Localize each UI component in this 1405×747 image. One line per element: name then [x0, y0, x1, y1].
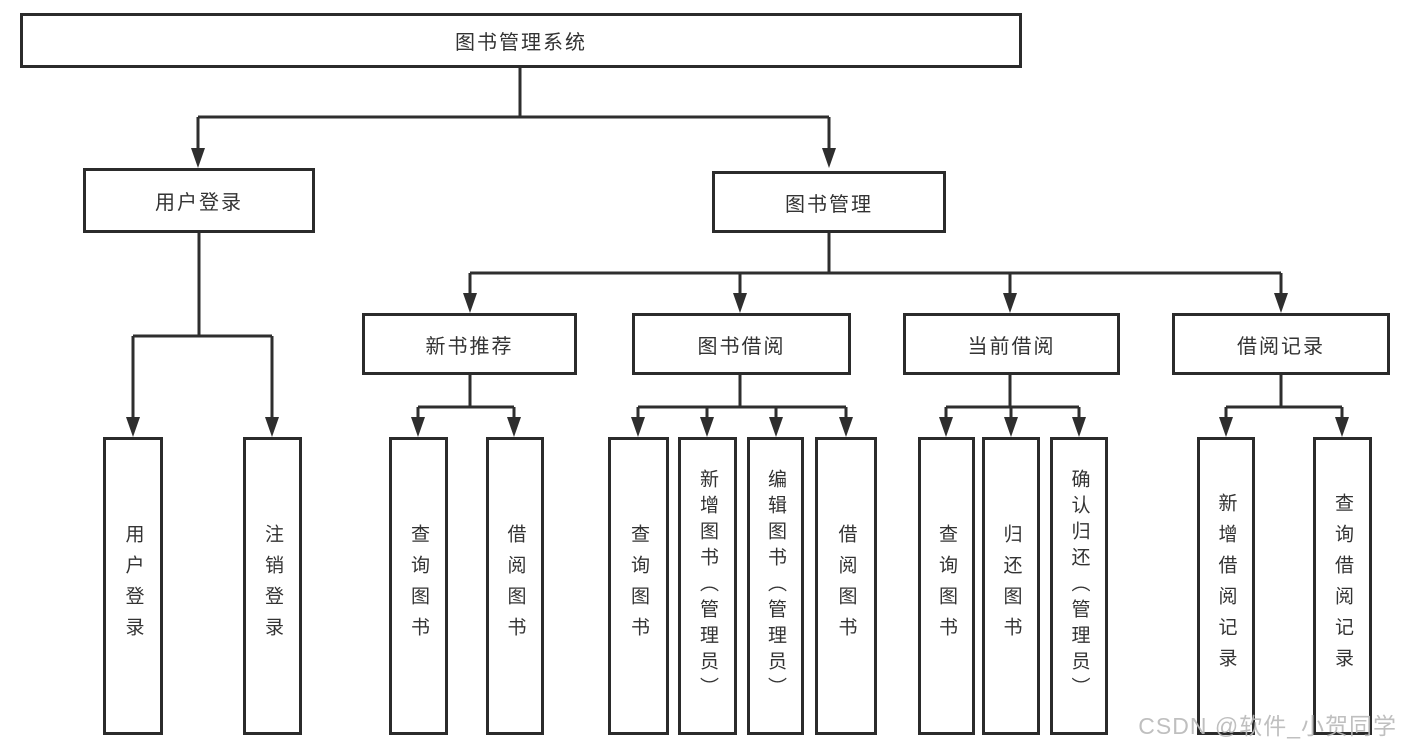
node-label: 查询图书 — [936, 524, 957, 648]
arrow-icon — [939, 417, 953, 437]
node-label: 查询图书 — [628, 524, 649, 648]
node-label: 图书借阅 — [697, 335, 786, 358]
leaf-query-books-current: 查询图书 — [918, 437, 975, 735]
arrow-icon — [265, 417, 279, 437]
node-book-management: 图书管理 — [712, 171, 946, 233]
arrow-icon — [1072, 417, 1086, 437]
node-label: 当前借阅 — [967, 335, 1056, 358]
arrow-icon — [463, 293, 477, 313]
node-label: 确认归还（管理员） — [1068, 469, 1090, 703]
leaf-logout: 注销登录 — [243, 437, 302, 735]
node-label: 用户登录 — [122, 524, 144, 648]
leaf-query-books-recommend: 查询图书 — [389, 437, 448, 735]
arrow-icon — [700, 417, 714, 437]
node-label: 用户登录 — [155, 192, 243, 214]
arrow-icon — [1004, 417, 1018, 437]
node-label: 图书管理 — [785, 193, 873, 216]
connector-book-borrow-to-leaves — [636, 374, 848, 419]
node-label: 新增图书（管理员） — [697, 469, 718, 703]
leaf-add-borrow-record: 新增借阅记录 — [1197, 437, 1255, 735]
arrow-icon — [1219, 417, 1233, 437]
connector-new-book-to-leaves — [416, 374, 516, 419]
arrowheads — [126, 148, 1349, 437]
arrow-icon — [1274, 293, 1288, 313]
node-label: 借阅记录 — [1237, 335, 1325, 358]
leaf-edit-books-admin: 编辑图书（管理员） — [747, 437, 804, 735]
leaf-query-books-borrow: 查询图书 — [608, 437, 669, 735]
node-current-borrow: 当前借阅 — [903, 313, 1120, 375]
arrow-icon — [822, 148, 836, 168]
arrow-icon — [733, 293, 747, 313]
leaf-add-books-admin: 新增图书（管理员） — [678, 437, 737, 735]
arrow-icon — [1003, 293, 1017, 313]
node-book-borrow: 图书借阅 — [632, 313, 851, 375]
node-borrow-records: 借阅记录 — [1172, 313, 1390, 375]
connector-current-borrow-to-leaves — [944, 374, 1081, 419]
node-label: 编辑图书（管理员） — [765, 469, 786, 703]
arrow-icon — [769, 417, 783, 437]
node-label: 借阅图书 — [504, 524, 526, 648]
node-label: 新书推荐 — [425, 335, 514, 358]
arrow-icon — [191, 148, 205, 168]
node-label: 图书管理系统 — [455, 32, 587, 54]
leaf-query-borrow-record: 查询借阅记录 — [1313, 437, 1372, 735]
node-label: 新增借阅记录 — [1215, 493, 1237, 679]
node-root-system: 图书管理系统 — [20, 13, 1022, 68]
node-label: 借阅图书 — [835, 524, 857, 648]
leaf-confirm-return-admin: 确认归还（管理员） — [1050, 437, 1108, 735]
arrow-icon — [411, 417, 425, 437]
arrow-icon — [126, 417, 140, 437]
arrow-icon — [507, 417, 521, 437]
leaf-borrow-books-recommend: 借阅图书 — [486, 437, 544, 735]
connector-book-management-to-level3 — [468, 233, 1283, 295]
connector-records-to-leaves — [1224, 374, 1344, 419]
connector-user-login-to-leaves — [131, 233, 274, 419]
node-label: 注销登录 — [262, 524, 283, 648]
leaf-return-books: 归还图书 — [982, 437, 1040, 735]
node-new-book-recommend: 新书推荐 — [362, 313, 577, 375]
leaf-borrow-books: 借阅图书 — [815, 437, 877, 735]
connector-root-to-level2 — [196, 68, 831, 150]
leaf-user-login: 用户登录 — [103, 437, 163, 735]
node-label: 查询图书 — [408, 524, 429, 648]
arrow-icon — [1335, 417, 1349, 437]
arrow-icon — [631, 417, 645, 437]
node-label: 查询借阅记录 — [1332, 493, 1353, 679]
arrow-icon — [839, 417, 853, 437]
node-label: 归还图书 — [1000, 524, 1022, 648]
node-user-login: 用户登录 — [83, 168, 315, 233]
